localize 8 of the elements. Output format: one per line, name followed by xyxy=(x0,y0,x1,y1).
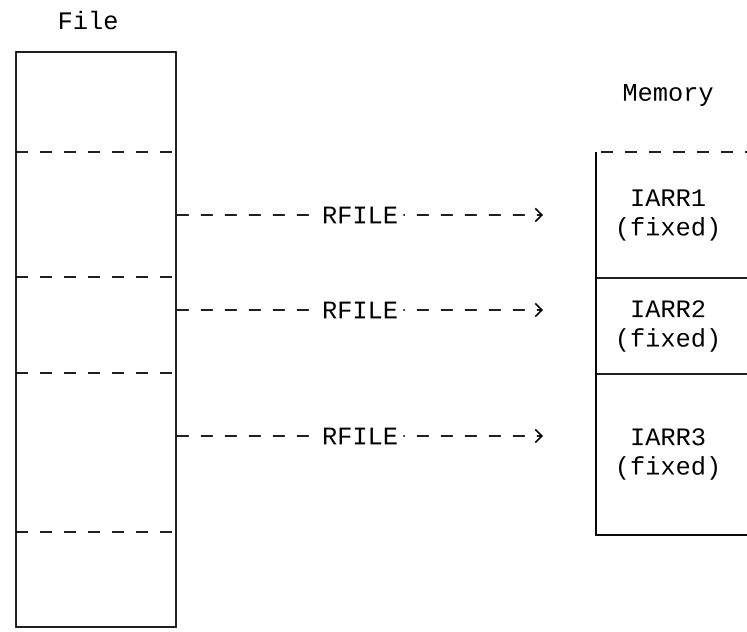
memory-cell: IARR3 (fixed) xyxy=(595,374,747,536)
column-heading: File xyxy=(60,10,117,30)
edge-label: RFILE xyxy=(316,296,404,324)
memory-cell: IARR2 (fixed) xyxy=(595,278,747,375)
memory-cell: IARR1 (fixed) xyxy=(595,152,747,279)
edge-label: RFILE xyxy=(316,422,404,450)
edge-label: RFILE xyxy=(316,201,404,229)
column-heading: Memory xyxy=(624,84,713,106)
